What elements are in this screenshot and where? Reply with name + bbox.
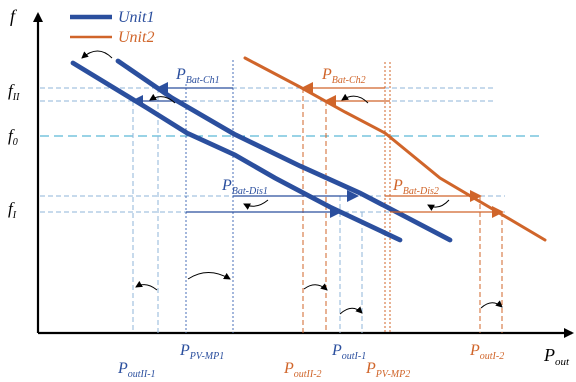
label-p-bat-dis1: PBat-Dis1 [221,177,268,197]
label-p-pv-mp1: PPV-MP1 [179,342,224,362]
label-p-outii-1: PoutII-1 [117,360,156,380]
curl-bottom-outi-2 [480,300,503,309]
label-p-outi-1: PoutI-1 [331,342,366,362]
label-f-0: f0 [8,126,18,148]
curl-bat-ch1 [149,93,176,104]
unit1-droop-line-lower [70,60,403,243]
label-f-ii: fII [8,81,20,103]
droop-curves [70,56,547,243]
label-p-bat-ch1: PBat-Ch1 [175,66,220,86]
x-axis-label: Pout [543,345,570,368]
curl-bottom-outi-1 [339,306,363,315]
curl-bottom-pv-mp1 [187,272,231,280]
label-p-outi-2: PoutI-2 [469,342,504,362]
y-axis-label: f [10,6,18,26]
legend-label-unit2: Unit2 [118,29,154,46]
label-p-outii-2: PoutII-2 [283,360,322,380]
curl-bat-dis1 [243,199,269,210]
shift-indicators [81,50,503,315]
unit2-droop-line [243,56,547,242]
curl-unit1-start [81,50,113,59]
curl-bottom-outii-2 [303,283,328,291]
label-f-i: fI [8,199,17,221]
curl-bat-ch2 [341,93,369,104]
label-p-bat-ch2: PBat-Ch2 [321,66,366,86]
curl-bottom-outii-1 [135,280,158,291]
power-arrows [131,82,504,218]
curl-bat-dis2 [427,199,450,211]
legend: Unit1 Unit2 [70,9,154,46]
legend-label-unit1: Unit1 [118,9,154,26]
label-p-bat-dis2: PBat-Dis2 [392,177,439,197]
label-p-pv-mp2: PPV-MP2 [365,360,410,380]
